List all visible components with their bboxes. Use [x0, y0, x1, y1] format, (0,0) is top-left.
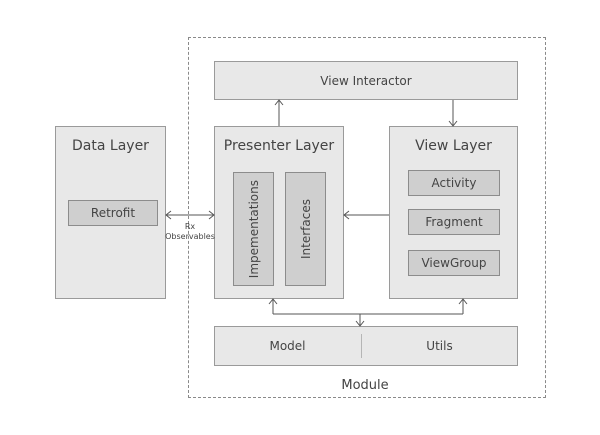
- view-interactor-box: View Interactor: [214, 61, 518, 100]
- utils-label: Utils: [426, 339, 453, 353]
- view-layer-box: View Layer Activity Fragment ViewGroup: [389, 126, 518, 299]
- interfaces-label: Interfaces: [298, 199, 313, 259]
- presenter-layer-box: Presenter Layer Impementations Interface…: [214, 126, 344, 299]
- rx-label: Rx: [184, 222, 196, 231]
- module-label: Module: [341, 377, 389, 393]
- data-layer-box: Data Layer Retrofit: [55, 126, 166, 299]
- model-label: Model: [269, 339, 306, 353]
- module-boundary: [188, 37, 546, 398]
- presenter-layer-title: Presenter Layer: [223, 138, 335, 154]
- model-utils-box: Model Utils: [214, 326, 518, 366]
- viewgroup-box: ViewGroup: [408, 250, 500, 276]
- view-layer-title: View Layer: [415, 138, 492, 154]
- fragment-box: Fragment: [408, 209, 500, 235]
- observables-label: Observables: [165, 232, 215, 241]
- implementations-box: Impementations: [233, 172, 274, 286]
- retrofit-box: Retrofit: [68, 200, 158, 226]
- implementations-label: Impementations: [246, 179, 261, 279]
- interfaces-box: Interfaces: [285, 172, 326, 286]
- activity-box: Activity: [408, 170, 500, 196]
- rx-observables-label: Rx Observables: [160, 222, 220, 242]
- model-utils-divider: [361, 334, 362, 358]
- data-layer-title: Data Layer: [72, 138, 149, 154]
